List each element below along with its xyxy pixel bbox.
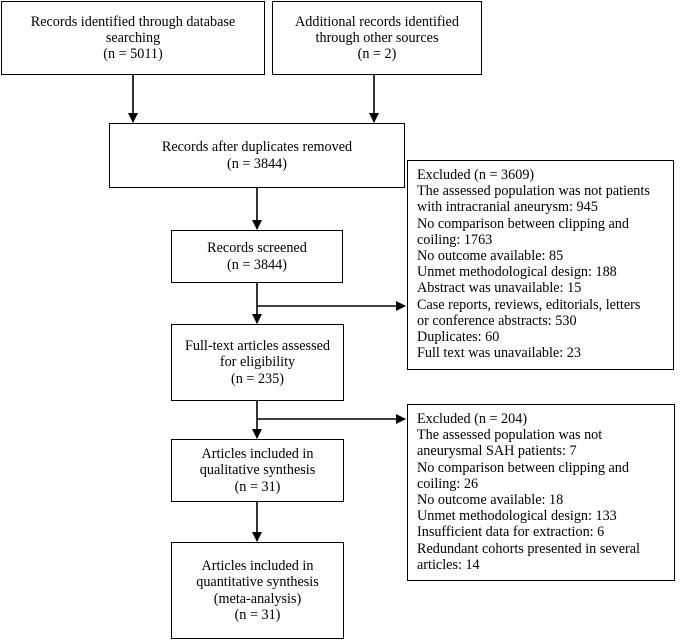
text-line: Unmet methodological design: 133 — [417, 508, 617, 525]
text-line: (n = 31) — [234, 606, 281, 623]
text-line: No outcome available: 18 — [417, 492, 564, 509]
text-line: Full text was unavailable: 23 — [417, 345, 581, 362]
text-line: Excluded (n = 204) — [417, 411, 528, 427]
text-line: Insufficient data for extraction: 6 — [417, 524, 605, 541]
box-excluded-screening: Excluded (n = 3609) The assessed populat… — [407, 160, 674, 370]
text-line: (n = 3844) — [226, 256, 287, 273]
text-line: for eligibility — [219, 354, 296, 371]
text-line: Redundant cohorts presented in several — [417, 540, 640, 557]
text-line: Additional records identified — [295, 13, 459, 30]
box-records-screened: Records screened (n = 3844) — [171, 230, 343, 283]
text-line: Records screened — [207, 240, 307, 257]
text-line: (n = 235) — [231, 370, 284, 387]
text-line: Records after duplicates removed — [161, 139, 353, 156]
text-line: (n = 2) — [357, 46, 397, 63]
text-line: Excluded (n = 3609) — [417, 167, 535, 183]
text-line: qualitative synthesis — [199, 462, 316, 479]
text-line: (n = 3844) — [226, 155, 287, 172]
box-excluded-fulltext: Excluded (n = 204) The assessed populati… — [407, 404, 675, 581]
text-line: coiling: 26 — [417, 475, 479, 492]
text-line: Case reports, reviews, editorials, lette… — [417, 296, 641, 313]
text-line: or conference abstracts: 530 — [417, 312, 577, 329]
box-database-search: Records identified through database sear… — [1, 1, 265, 75]
text-line: searching — [105, 29, 161, 46]
box-other-sources: Additional records identified through ot… — [272, 1, 482, 75]
text-line: No comparison between clipping and — [417, 215, 629, 232]
text-line: Full-text articles assessed — [185, 338, 330, 355]
text-line: articles: 14 — [417, 556, 480, 573]
box-fulltext-assessed: Full-text articles assessed for eligibil… — [171, 324, 344, 401]
text-line: Articles included in — [201, 558, 314, 575]
box-after-duplicates: Records after duplicates removed (n = 38… — [109, 123, 405, 188]
text-line: aneurysmal SAH patients: 7 — [417, 443, 577, 460]
text-line: Unmet methodological design: 188 — [417, 264, 617, 281]
text-line: (n = 5011) — [103, 46, 163, 63]
text-line: quantitative synthesis — [196, 574, 319, 591]
box-qualitative-synthesis: Articles included in qualitative synthes… — [171, 439, 344, 502]
text-line: coiling: 1763 — [417, 231, 493, 248]
text-line: The assessed population was not patients — [417, 183, 650, 200]
text-line: with intracranial aneurysm: 945 — [417, 199, 598, 216]
text-line: Articles included in — [201, 446, 314, 463]
text-line: Duplicates: 60 — [417, 329, 500, 346]
box-quantitative-synthesis: Articles included in quantitative synthe… — [171, 542, 344, 639]
text-line: Abstract was unavailable: 15 — [417, 280, 582, 297]
text-line: (meta-analysis) — [213, 590, 302, 607]
text-line: (n = 31) — [234, 478, 281, 495]
text-line: No comparison between clipping and — [417, 459, 629, 476]
text-line: The assessed population was not — [417, 427, 603, 444]
text-line: through other sources — [315, 29, 439, 46]
text-line: Records identified through database — [30, 13, 236, 30]
text-line: No outcome available: 85 — [417, 248, 564, 265]
